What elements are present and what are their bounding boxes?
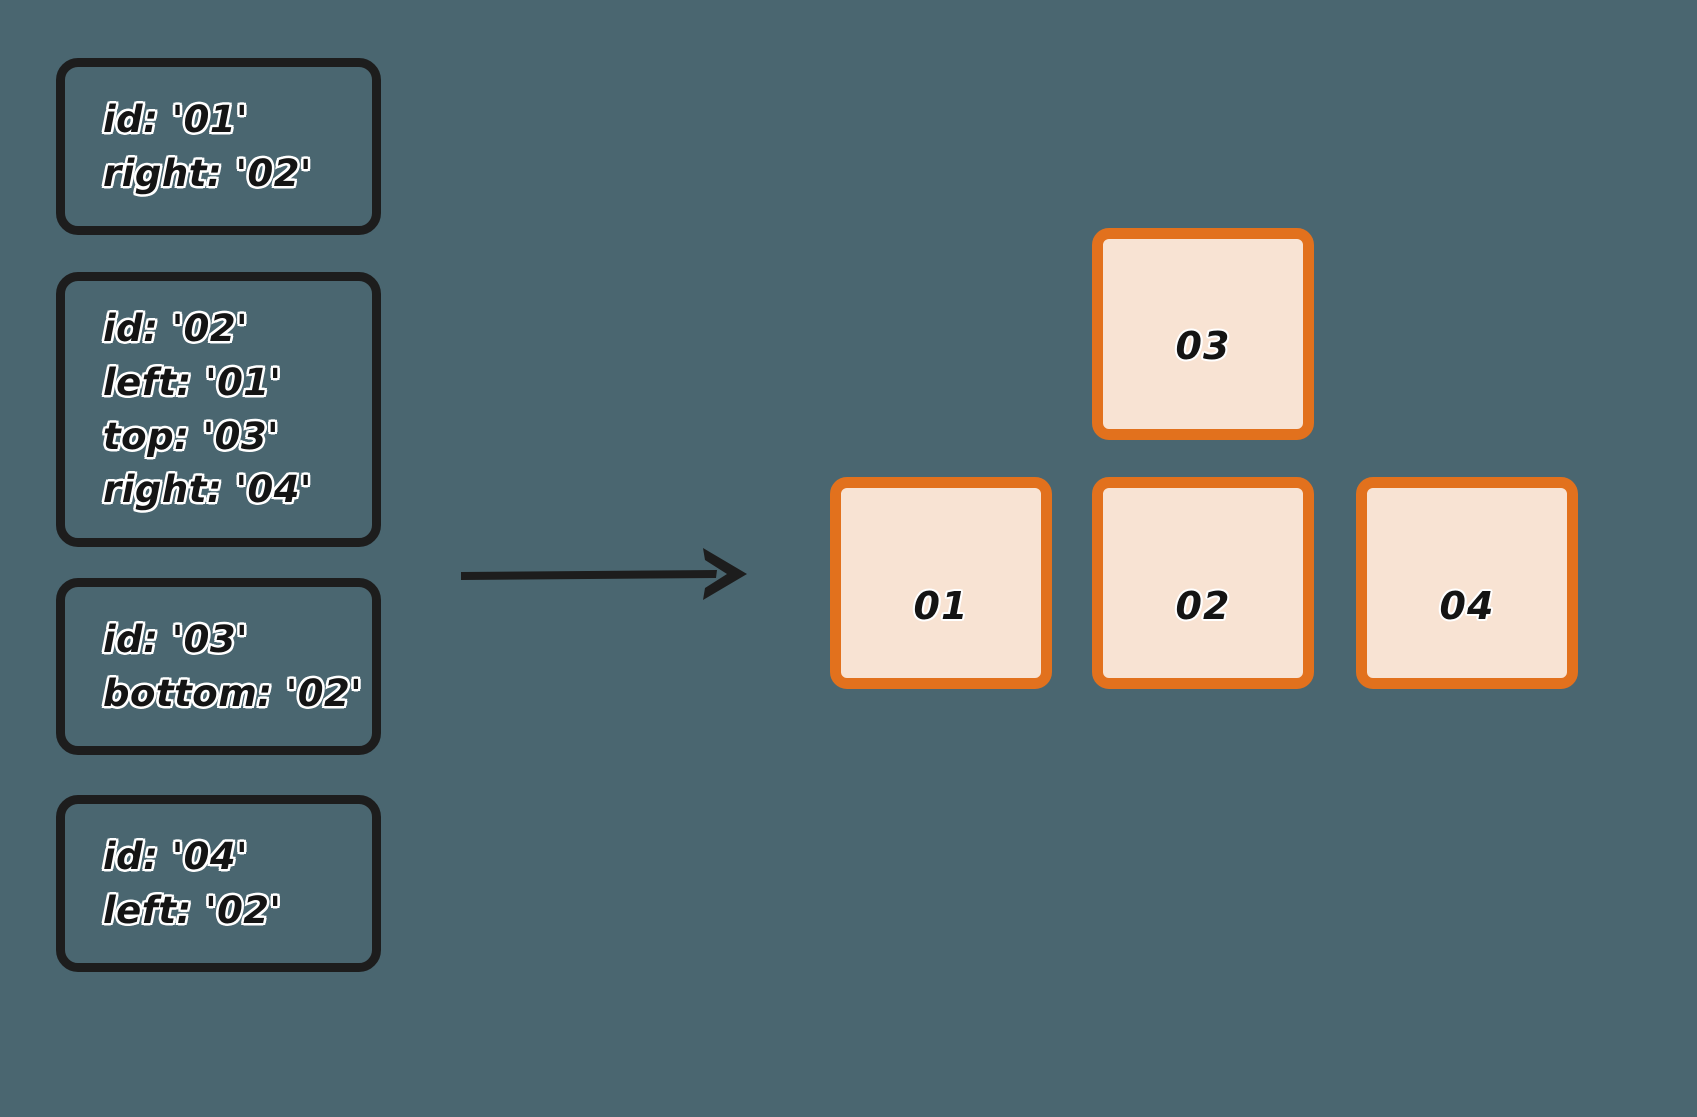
node-line: right: '02'	[101, 150, 313, 197]
node-line: id: '04'	[101, 833, 250, 880]
node-box-01: id: '01' right: '02'	[56, 58, 381, 235]
node-box-03: id: '03' bottom: '02'	[56, 578, 381, 755]
node-line: left: '01'	[101, 359, 283, 406]
layout-tile-02[interactable]: 02	[1092, 477, 1314, 689]
node-box-02: id: '02' left: '01' top: '03' right: '04…	[56, 272, 381, 547]
node-line: id: '01'	[101, 96, 250, 143]
layout-tile-label: 04	[1439, 584, 1495, 628]
node-line: top: '03'	[101, 413, 280, 460]
arrow-right-icon	[461, 548, 747, 600]
layout-tile-label: 03	[1175, 324, 1231, 368]
layout-tile-label: 02	[1175, 584, 1231, 628]
node-line: left: '02'	[101, 887, 283, 934]
node-line: bottom: '02'	[101, 670, 364, 717]
layout-tile-03[interactable]: 03	[1092, 228, 1314, 440]
layout-tile-01[interactable]: 01	[830, 477, 1052, 689]
node-line: id: '03'	[101, 616, 250, 663]
node-line: id: '02'	[101, 305, 250, 352]
node-line: right: '04'	[101, 466, 313, 513]
node-box-04: id: '04' left: '02'	[56, 795, 381, 972]
layout-tile-04[interactable]: 04	[1356, 477, 1578, 689]
layout-tile-label: 01	[913, 584, 969, 628]
